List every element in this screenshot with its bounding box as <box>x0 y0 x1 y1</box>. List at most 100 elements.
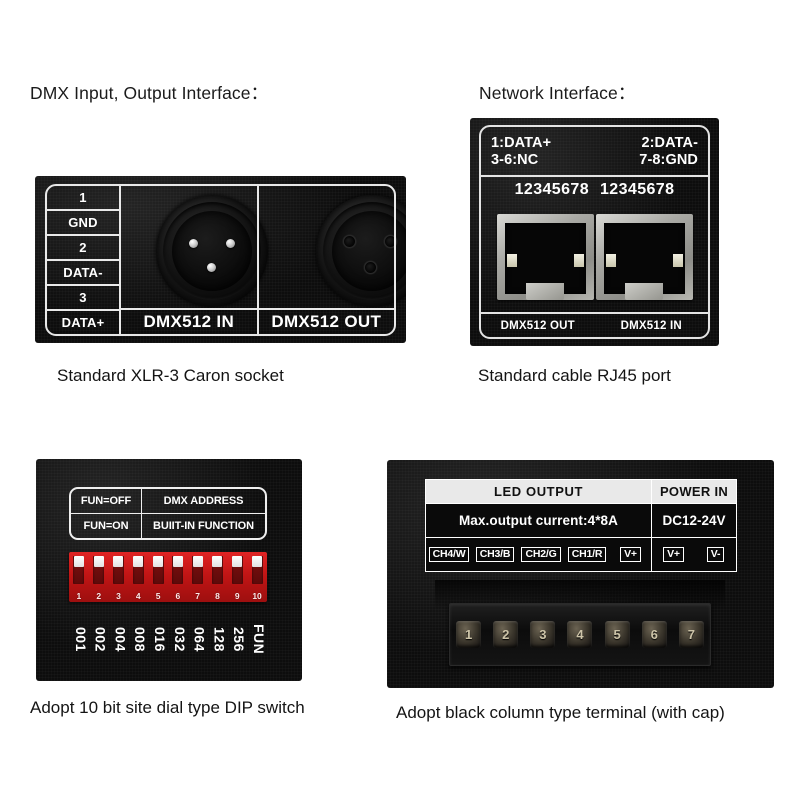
rj45-pin-1: 1:DATA+ <box>491 134 552 151</box>
dip-weight-label: 008 <box>132 626 149 652</box>
rj45-pin-numbers-left: 12345678 <box>514 181 589 198</box>
dip-switch-8[interactable]: 8 <box>208 552 228 602</box>
dip-switch-number: 9 <box>234 591 240 601</box>
dip-mode-on: FUN=ON <box>71 514 142 538</box>
dip-weight-label: 002 <box>92 626 109 652</box>
led-output-header: LED OUTPUT <box>426 480 652 503</box>
screw-terminal-5[interactable]: 5 <box>599 621 636 648</box>
dip-switch-number: 7 <box>195 591 201 601</box>
dip-mode-on-meaning: BUIIT-IN FUNCTION <box>153 520 254 532</box>
dip-switch-number: 4 <box>135 591 141 601</box>
network-interface-heading: Network Interface： <box>479 83 636 103</box>
terminal-channel-ch3b: CH3/B <box>472 538 518 571</box>
dmx-interface-heading: DMX Input, Output Interface： <box>30 83 269 103</box>
xlr-socket-panel: 1 GND 2 DATA- 3 DATA+ DMX512 IN DMX512 O… <box>35 176 406 343</box>
screw-terminal-6[interactable]: 6 <box>636 621 673 648</box>
terminal-channel-ch1r: CH1/R <box>564 538 610 571</box>
rj45-jack-in <box>595 213 693 300</box>
rj45-label-in: DMX512 IN <box>620 319 682 332</box>
screw-number: 1 <box>456 621 482 648</box>
rj45-label-out: DMX512 OUT <box>500 319 575 332</box>
screw-terminal-7[interactable]: 7 <box>673 621 710 648</box>
dip-switch-6[interactable]: 6 <box>168 552 188 602</box>
terminal-header-row: LED OUTPUT POWER IN <box>426 480 736 503</box>
xlr-silkscreen-frame: 1 GND 2 DATA- 3 DATA+ DMX512 IN DMX512 O… <box>45 184 396 336</box>
dip-switch-block[interactable]: 1 2 3 4 5 6 7 8 9 10 <box>69 552 267 602</box>
dip-switch-10[interactable]: 10 <box>247 552 267 602</box>
dip-weight-label: 001 <box>72 626 89 652</box>
xlr-pin-legend: 1 GND 2 DATA- 3 DATA+ <box>47 186 121 334</box>
xlr-pin-label: DATA- <box>47 261 119 286</box>
dip-switch-panel: FUN=OFF DMX ADDRESS FUN=ON BUIIT-IN FUNC… <box>36 459 302 681</box>
terminal-channel-row: CH4/W CH3/B CH2/G CH1/R V+ V+ V- <box>426 538 736 571</box>
dip-switch-3[interactable]: 3 <box>109 552 129 602</box>
dip-mode-table: FUN=OFF DMX ADDRESS FUN=ON BUIIT-IN FUNC… <box>69 487 267 540</box>
xlr-pin-label: 3 <box>47 286 119 311</box>
rj45-pinout-row: 1:DATA+ 2:DATA- <box>491 135 698 151</box>
power-in-header: POWER IN <box>652 480 736 503</box>
dip-weight-label: 016 <box>151 626 168 652</box>
dip-switch-number: 2 <box>96 591 102 601</box>
rj45-silkscreen-frame: 1:DATA+ 2:DATA- 3-6:NC 7-8:GND 12345678 … <box>479 125 710 339</box>
terminal-label-plate: LED OUTPUT POWER IN Max.output current:4… <box>425 479 737 572</box>
screw-terminal-3[interactable]: 3 <box>524 621 561 648</box>
dip-mode-row: FUN=ON BUIIT-IN FUNCTION <box>71 514 265 538</box>
dip-switch-7[interactable]: 7 <box>188 552 208 602</box>
dip-weight-label: 128 <box>211 626 228 652</box>
led-output-spec: Max.output current:4*8A <box>426 504 652 537</box>
dip-switch-5[interactable]: 5 <box>148 552 168 602</box>
dip-weight-label: 032 <box>171 626 188 652</box>
rj45-pin-numbers-right: 12345678 <box>600 181 675 198</box>
xlr-female-connector <box>316 195 406 307</box>
xlr-out-label: DMX512 OUT <box>258 308 394 334</box>
terminal-caption: Adopt black column type terminal (with c… <box>396 703 725 722</box>
screw-terminal-1[interactable]: 1 <box>450 621 487 648</box>
rj45-pinout-legend: 1:DATA+ 2:DATA- 3-6:NC 7-8:GND <box>481 127 708 177</box>
terminal-block-panel: LED OUTPUT POWER IN Max.output current:4… <box>387 460 774 688</box>
screw-number: 3 <box>530 621 556 648</box>
terminal-channel-ch4w: CH4/W <box>426 538 472 571</box>
terminal-spec-row: Max.output current:4*8A DC12-24V <box>426 503 736 538</box>
dip-switch-number: 3 <box>116 591 121 601</box>
dip-switch-number: 10 <box>252 591 262 601</box>
xlr-bay-in: DMX512 IN <box>121 186 259 334</box>
screw-number: 2 <box>493 621 519 648</box>
rj45-port-panel: 1:DATA+ 2:DATA- 3-6:NC 7-8:GND 12345678 … <box>470 118 719 346</box>
screw-terminal-2[interactable]: 2 <box>487 621 524 648</box>
dip-switch-number: 8 <box>215 591 220 601</box>
terminal-channel-vminus-power: V- <box>695 538 736 571</box>
screw-number: 6 <box>641 621 667 648</box>
xlr-bay-out: DMX512 OUT <box>258 186 394 334</box>
screw-number: 4 <box>567 621 593 648</box>
dip-weight-label: 004 <box>112 626 129 652</box>
rj45-port-labels: DMX512 OUT DMX512 IN <box>481 312 708 337</box>
dip-switch-9[interactable]: 9 <box>227 552 247 602</box>
rj45-pin-36: 3-6:NC <box>491 151 539 168</box>
dip-switch-4[interactable]: 4 <box>128 552 148 602</box>
rj45-caption: Standard cable RJ45 port <box>478 366 671 385</box>
screw-terminal-4[interactable]: 4 <box>561 621 598 648</box>
dip-switch-caption: Adopt 10 bit site dial type DIP switch <box>30 698 305 717</box>
xlr-pin-label: DATA+ <box>61 315 105 330</box>
xlr-pin-label: GND <box>47 211 119 236</box>
dip-mode-row: FUN=OFF DMX ADDRESS <box>71 489 265 514</box>
screw-number: 5 <box>604 621 630 648</box>
rj45-pin-2: 2:DATA- <box>641 134 698 151</box>
dip-switch-2[interactable]: 2 <box>89 552 109 602</box>
dip-switch-number: 6 <box>175 591 181 601</box>
rj45-jack-out <box>496 213 594 300</box>
dip-switch-number: 1 <box>76 591 82 601</box>
rj45-pin-78: 7-8:GND <box>639 151 698 168</box>
dip-weight-legend: 001 002 004 008 016 032 064 128 256 FUN <box>69 611 267 667</box>
power-in-spec: DC12-24V <box>662 513 726 528</box>
rj45-pin-numbers: 12345678 12345678 <box>481 177 708 203</box>
dip-switch-number: 5 <box>155 591 161 601</box>
xlr-caption: Standard XLR-3 Caron socket <box>57 366 284 385</box>
dip-mode-off: FUN=OFF <box>71 489 142 513</box>
terminal-channel-vplus-power: V+ <box>652 538 695 571</box>
dip-weight-label: 256 <box>231 626 248 652</box>
dip-switch-1[interactable]: 1 <box>69 552 89 602</box>
rj45-pinout-row: 3-6:NC 7-8:GND <box>491 152 698 168</box>
dip-weight-label: FUN <box>250 623 267 655</box>
